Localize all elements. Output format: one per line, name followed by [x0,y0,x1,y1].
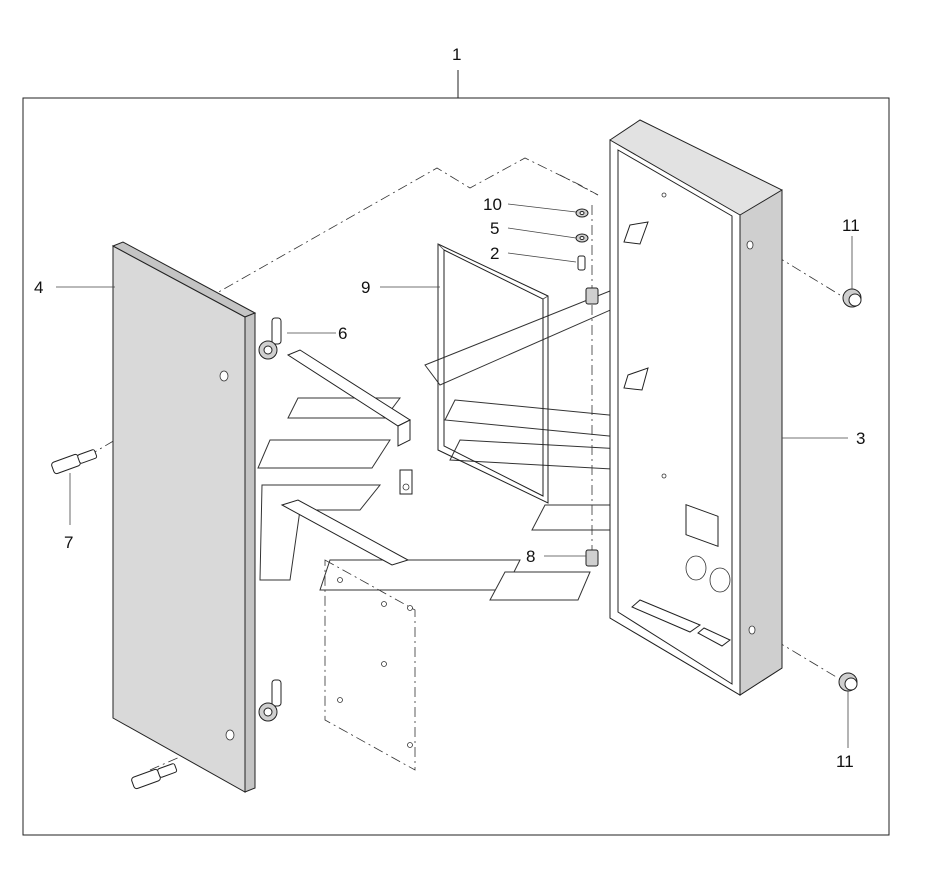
washer-10 [575,208,589,218]
leader-lines [56,203,853,748]
door-panel [111,241,257,793]
hinge-lower-8 [585,549,599,567]
callout-11-upper: 11 [842,216,860,235]
callout-1: 1 [452,45,461,64]
hinge-upper [585,287,599,305]
key-lower [131,763,178,790]
plug-upper [842,288,862,308]
callout-7: 7 [64,533,73,552]
washer-5 [575,233,589,243]
callout-10: 10 [483,195,502,214]
callout-6: 6 [338,324,347,343]
lock-cylinder-upper [258,317,282,360]
callout-11-lower: 11 [836,752,854,771]
mounting-bracket [280,349,413,566]
lock-cylinder-lower [258,679,282,722]
callout-8: 8 [526,547,535,566]
callout-3: 3 [856,429,865,448]
enclosure-box [609,119,783,696]
plug-lower [838,672,858,692]
gasket [437,243,549,504]
key-upper [51,449,98,475]
screw-2 [577,255,586,271]
assembly-frame [22,97,890,836]
callout-2: 2 [490,244,499,263]
callout-9: 9 [361,278,370,297]
back-plate [324,559,416,771]
callout-5: 5 [490,219,499,238]
callout-4: 4 [34,278,43,297]
